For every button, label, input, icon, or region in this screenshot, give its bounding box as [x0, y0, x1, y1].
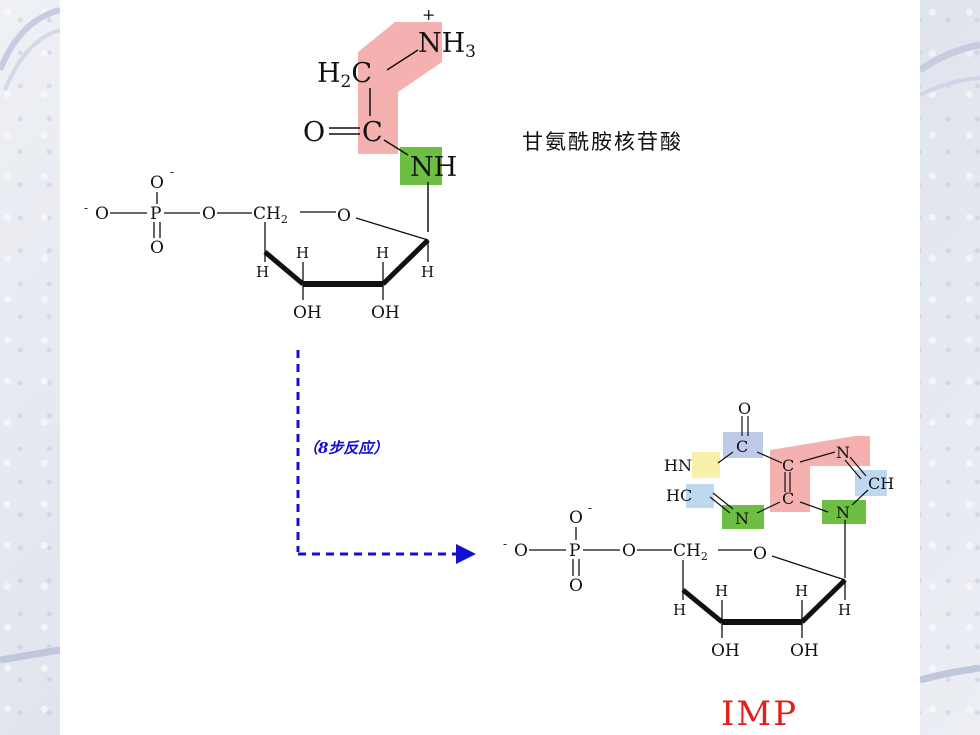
methylene-group: H2C	[317, 58, 372, 92]
base-n3: N	[735, 509, 749, 528]
phosphate-top-o-left: O	[95, 204, 109, 224]
ribose-bottom-h-outer-left: H	[673, 601, 686, 619]
phosphate-top-o-left-charge: -	[84, 201, 88, 215]
ammonium-charge: +	[422, 5, 435, 24]
ribose-bottom-h-outer-right: H	[838, 601, 851, 619]
ribose-top-h-inner-left: H	[296, 244, 309, 262]
ribose-top-h-outer-left: H	[256, 263, 269, 281]
ribose-bottom-h-inner-left: H	[715, 582, 728, 600]
ribose-top-h-inner-right: H	[376, 244, 389, 262]
base-c8: CH	[868, 474, 894, 493]
content-panel	[60, 0, 920, 735]
right-swoosh-decoration	[920, 41, 980, 684]
amide-nh-highlight	[400, 147, 442, 185]
phosphate-top-ch2: CH2	[253, 204, 288, 226]
reaction-arrow-head	[456, 544, 476, 564]
c2-highlight	[686, 484, 714, 508]
carbonyl-oxygen: O	[303, 117, 325, 148]
glycine-highlight	[358, 22, 442, 154]
product-name-label: IMP	[721, 694, 799, 734]
ribose-bottom-oh-left: OH	[711, 641, 740, 661]
base-carbonyl-oxygen: O	[738, 399, 751, 418]
phosphate-bottom-o-charge: -	[588, 501, 592, 515]
glycine-atoms-highlight	[770, 436, 870, 512]
phosphate-bottom-p: P	[569, 541, 580, 561]
phosphate-bottom-o-left-charge: -	[503, 537, 507, 551]
phosphate-bottom-o-left: O	[514, 541, 528, 561]
ribose-top-oh-right: OH	[371, 303, 400, 323]
ribose-bottom-oh-right: OH	[790, 641, 819, 661]
ammonium-group: NH3	[418, 28, 476, 62]
amide-nh: NH	[410, 152, 457, 183]
base-c2: HC	[666, 486, 692, 505]
reaction-steps-label: （8步反应）	[303, 439, 389, 457]
phosphate-bottom-o-lower: O	[569, 576, 583, 596]
ribose-top-ring-oxygen: O	[337, 206, 351, 226]
phosphate-bottom-o-upper: O	[569, 508, 583, 528]
compound-name-label: 甘氨酰胺核苷酸	[522, 130, 683, 154]
n1-highlight	[692, 452, 720, 478]
c6-highlight	[723, 432, 763, 458]
base-n9: N	[836, 503, 850, 522]
n9-highlight	[822, 500, 866, 524]
phosphate-top-p: P	[150, 204, 161, 224]
phosphate-top-o-lower: O	[150, 238, 164, 258]
base-c6: C	[736, 437, 748, 456]
base-n7: N	[836, 443, 850, 462]
base-c5: C	[782, 456, 794, 475]
phosphate-top-o-charge: -	[170, 165, 174, 179]
phosphate-bottom-ch2: CH2	[673, 541, 708, 563]
n3-highlight	[722, 505, 764, 529]
ribose-bottom-ring-oxygen: O	[753, 544, 767, 564]
carbonyl-carbon: C	[362, 117, 383, 148]
ribose-top-h-outer-right: H	[421, 263, 434, 281]
phosphate-top-o-upper: O	[150, 173, 164, 193]
left-swoosh-decoration	[0, 7, 60, 664]
phosphate-bottom-o-ester: O	[622, 541, 636, 561]
ribose-bottom-h-inner-right: H	[795, 582, 808, 600]
c8-highlight	[855, 470, 887, 496]
base-c4: C	[782, 489, 794, 508]
ribose-top-oh-left: OH	[293, 303, 322, 323]
phosphate-top-o-ester: O	[202, 204, 216, 224]
base-hn1: HN	[664, 456, 692, 475]
